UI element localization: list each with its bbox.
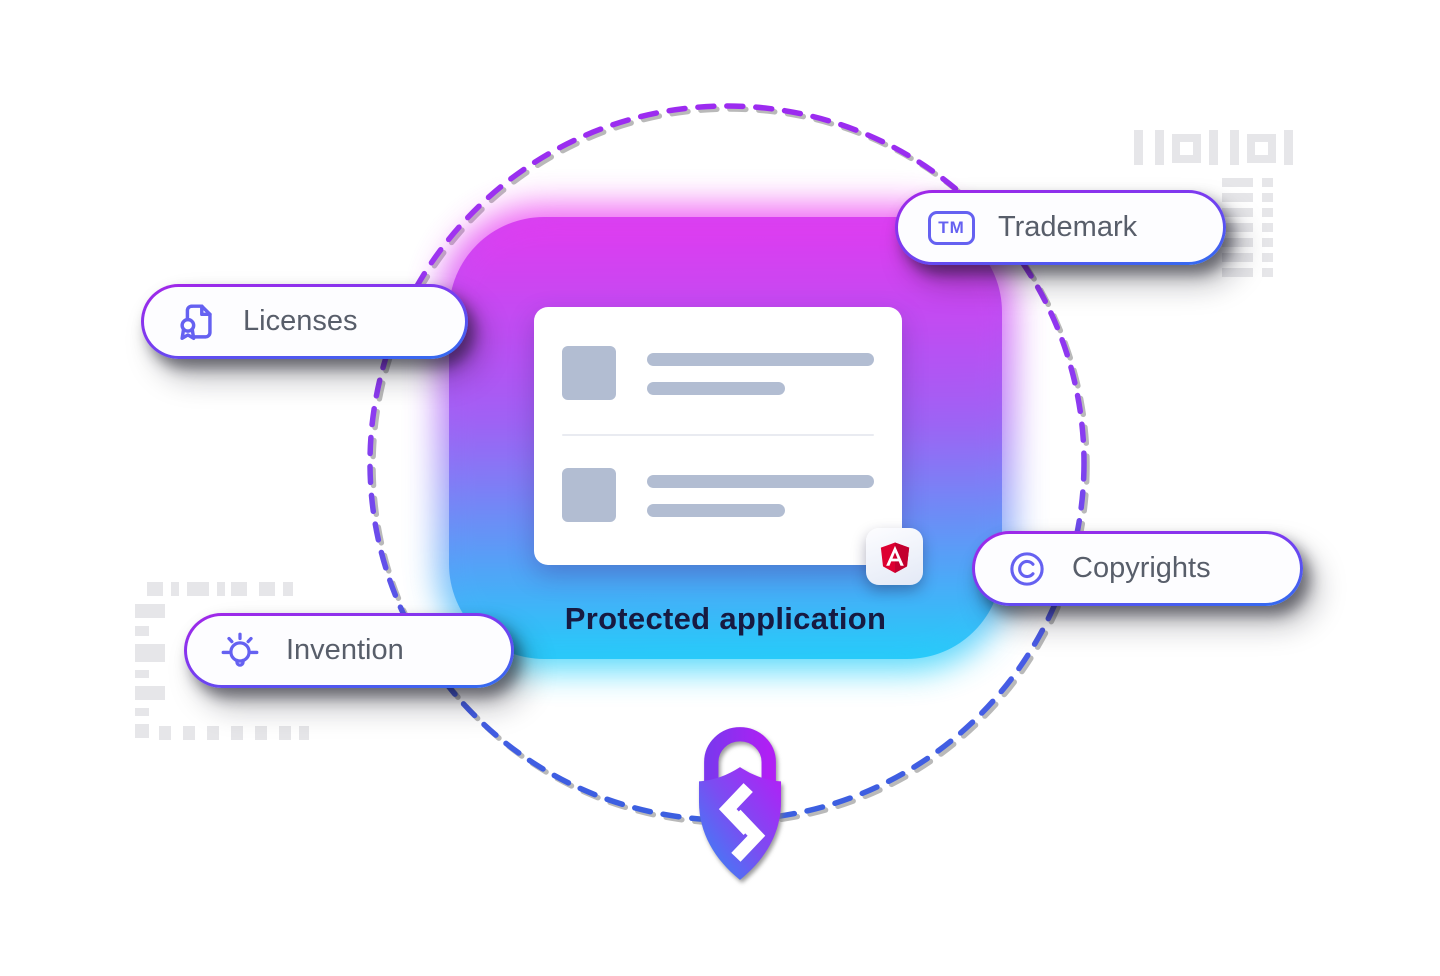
pixel-block (1222, 253, 1253, 262)
placeholder-text-bar (647, 382, 785, 395)
placeholder-text-bar (647, 475, 874, 488)
badge-label: Licenses (243, 305, 358, 337)
tm-box: TM (928, 210, 975, 245)
badge-copyrights: Copyrights (972, 531, 1303, 606)
angular-logo-icon (880, 542, 909, 573)
badge-label: Invention (286, 634, 404, 666)
pixel-block (231, 726, 243, 740)
pixel-block (147, 582, 163, 596)
pixel-block (1222, 193, 1253, 202)
certificate-icon (174, 299, 220, 345)
pixel-block (1284, 130, 1293, 165)
pixel-block (299, 726, 309, 740)
placeholder-text-bar (647, 504, 785, 517)
pixel-block (1262, 238, 1273, 247)
pixel-block (135, 670, 149, 678)
pixel-block (159, 726, 171, 740)
pixel-block (1262, 208, 1273, 217)
pixel-block (135, 708, 149, 716)
panel-caption: Protected application (564, 601, 887, 636)
pixel-block (1134, 130, 1143, 165)
pixel-pattern-top-right (1134, 130, 1304, 277)
pixel-block (1222, 223, 1253, 232)
pixel-block (1262, 193, 1273, 202)
placeholder-thumbnail (562, 346, 616, 400)
badge-label: Copyrights (1072, 552, 1211, 584)
pixel-pattern-left (133, 580, 313, 740)
lightbulb-icon (217, 628, 263, 674)
pixel-block (187, 582, 209, 596)
pixel-block (171, 582, 179, 596)
app-card-row (562, 468, 874, 554)
pixel-block (1230, 130, 1239, 165)
badge-label: Trademark (998, 211, 1138, 243)
lock-logo-chevron-right (731, 809, 766, 862)
badge-trademark: TM Trademark (895, 190, 1226, 265)
lock-shackle (704, 727, 776, 782)
pixel-block (1155, 130, 1164, 165)
pixel-block (231, 582, 247, 596)
pixel-block (279, 726, 291, 740)
pixel-block (1262, 223, 1273, 232)
protected-app-panel (449, 217, 1002, 659)
copyright-icon (1005, 547, 1049, 591)
pixel-block (135, 626, 149, 636)
angular-logo-tile (866, 528, 923, 585)
pixel-block (1262, 268, 1273, 277)
badge-invention: Invention (184, 613, 514, 688)
shield-lock (683, 724, 797, 891)
placeholder-text-bar (647, 353, 874, 366)
pixel-block (1247, 134, 1276, 163)
trademark-icon: TM (928, 210, 975, 245)
pixel-block (255, 726, 267, 740)
pixel-block (217, 582, 225, 596)
pixel-block (1172, 134, 1201, 163)
pixel-block (207, 726, 219, 740)
pixel-block (1222, 178, 1253, 187)
pixel-block (1222, 268, 1253, 277)
card-divider (562, 434, 874, 436)
pixel-block (1262, 253, 1273, 262)
placeholder-thumbnail (562, 468, 616, 522)
pixel-block (1262, 178, 1273, 187)
app-window-card (534, 307, 902, 565)
pixel-block (1222, 208, 1253, 217)
pixel-block (135, 644, 165, 662)
pixel-block (1222, 238, 1253, 247)
pixel-block (135, 686, 165, 700)
pixel-block (183, 726, 195, 740)
pixel-block (135, 604, 165, 618)
badge-licenses: Licenses (141, 284, 468, 359)
pixel-block (135, 724, 149, 738)
pixel-block (259, 582, 275, 596)
pixel-block (283, 582, 293, 596)
app-card-row (562, 346, 874, 432)
pixel-block (1209, 130, 1218, 165)
